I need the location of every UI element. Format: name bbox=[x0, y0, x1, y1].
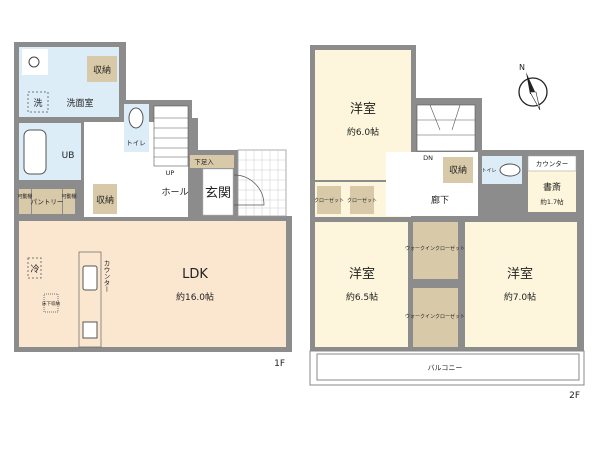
svg-text:約1.7帖: 約1.7帖 bbox=[540, 197, 564, 206]
pantry bbox=[32, 189, 62, 214]
shoe-box bbox=[190, 155, 234, 168]
balcony-outline bbox=[309, 350, 585, 386]
svg-text:収納: 収納 bbox=[96, 194, 114, 206]
shelf-left bbox=[19, 189, 31, 214]
closet-1 bbox=[317, 186, 341, 214]
entrance-door[interactable] bbox=[233, 174, 265, 206]
walk-in-closet-1 bbox=[413, 222, 458, 279]
counter-2f bbox=[527, 155, 577, 172]
svg-text:下足入: 下足入 bbox=[194, 158, 214, 166]
svg-text:トイレ: トイレ bbox=[126, 139, 146, 147]
storage-wash bbox=[87, 56, 117, 82]
sink bbox=[22, 49, 48, 75]
bedroom-7-0 bbox=[465, 222, 577, 347]
svg-text:クローゼット: クローゼット bbox=[347, 197, 377, 204]
svg-text:可動棚: 可動棚 bbox=[61, 193, 76, 200]
svg-text:冷: 冷 bbox=[30, 263, 39, 275]
stairs-1f[interactable] bbox=[153, 105, 189, 167]
toilet-icon bbox=[128, 107, 144, 129]
ldk bbox=[19, 221, 286, 347]
svg-text:1F: 1F bbox=[274, 359, 285, 369]
svg-text:廊下: 廊下 bbox=[431, 194, 449, 206]
svg-text:床下収納: 床下収納 bbox=[42, 300, 60, 307]
storage-2f bbox=[443, 157, 473, 183]
fridge-space bbox=[27, 257, 42, 279]
bathtub-icon bbox=[23, 129, 47, 175]
svg-text:ウォークインクローゼット: ウォークインクローゼット bbox=[405, 245, 465, 252]
svg-text:洋室: 洋室 bbox=[507, 266, 533, 282]
svg-text:パントリー: パントリー bbox=[31, 198, 64, 206]
balcony bbox=[316, 353, 580, 381]
svg-text:約6.0帖: 約6.0帖 bbox=[347, 126, 379, 138]
stair-treads bbox=[154, 117, 188, 158]
svg-text:2F: 2F bbox=[569, 391, 580, 401]
svg-text:クローゼット: クローゼット bbox=[314, 197, 344, 204]
toilet-icon bbox=[499, 163, 521, 177]
bedroom-6-5 bbox=[315, 222, 408, 347]
svg-text:収納: 収納 bbox=[449, 164, 467, 176]
svg-text:収納: 収納 bbox=[93, 64, 111, 76]
svg-text:玄関: 玄関 bbox=[205, 186, 231, 201]
svg-text:約6.5帖: 約6.5帖 bbox=[346, 291, 378, 303]
sink-bowl-icon bbox=[28, 56, 40, 68]
washer-space bbox=[27, 91, 49, 113]
svg-text:洋室: 洋室 bbox=[350, 101, 376, 117]
svg-text:約7.0帖: 約7.0帖 bbox=[504, 291, 536, 303]
svg-text:ホール: ホール bbox=[161, 187, 188, 198]
svg-text:バルコニー: バルコニー bbox=[428, 364, 463, 372]
stove-icon bbox=[82, 321, 98, 339]
stair-treads bbox=[417, 104, 475, 136]
underfloor-storage bbox=[43, 293, 59, 313]
svg-text:洗: 洗 bbox=[33, 97, 42, 109]
svg-text:DN: DN bbox=[423, 154, 433, 162]
storage-hall bbox=[93, 184, 117, 214]
svg-text:洗面室: 洗面室 bbox=[66, 97, 93, 109]
compass-icon: N bbox=[518, 63, 548, 111]
closet-2 bbox=[350, 186, 374, 214]
floor-1: 収納 洗 洗面室 UB ホール トイレ UP 下足入 玄関 bbox=[14, 42, 292, 369]
kitchen-sink-icon bbox=[82, 265, 98, 291]
svg-text:洋室: 洋室 bbox=[349, 266, 375, 282]
svg-text:N: N bbox=[519, 63, 525, 72]
svg-text:書斎: 書斎 bbox=[543, 181, 561, 193]
svg-text:約16.0帖: 約16.0帖 bbox=[176, 291, 214, 303]
entrance bbox=[202, 168, 234, 216]
svg-text:LDK: LDK bbox=[182, 267, 208, 282]
walk-in-closet-2 bbox=[413, 288, 458, 347]
floor-2: 洋室 約6.0帖 クローゼット クローゼット 廊下 DN 収納 トイレ カウンタ… bbox=[309, 45, 585, 401]
stairs-2f[interactable] bbox=[416, 104, 476, 152]
svg-text:カウンター: カウンター bbox=[102, 260, 110, 293]
svg-text:ウォークインクローゼット: ウォークインクローゼット bbox=[405, 313, 465, 320]
shelf-right bbox=[63, 189, 75, 214]
svg-text:カウンター: カウンター bbox=[536, 159, 569, 168]
svg-text:可動棚: 可動棚 bbox=[17, 193, 32, 200]
svg-text:UB: UB bbox=[62, 151, 75, 161]
svg-text:UP: UP bbox=[166, 169, 175, 177]
svg-text:トイレ: トイレ bbox=[481, 168, 496, 174]
